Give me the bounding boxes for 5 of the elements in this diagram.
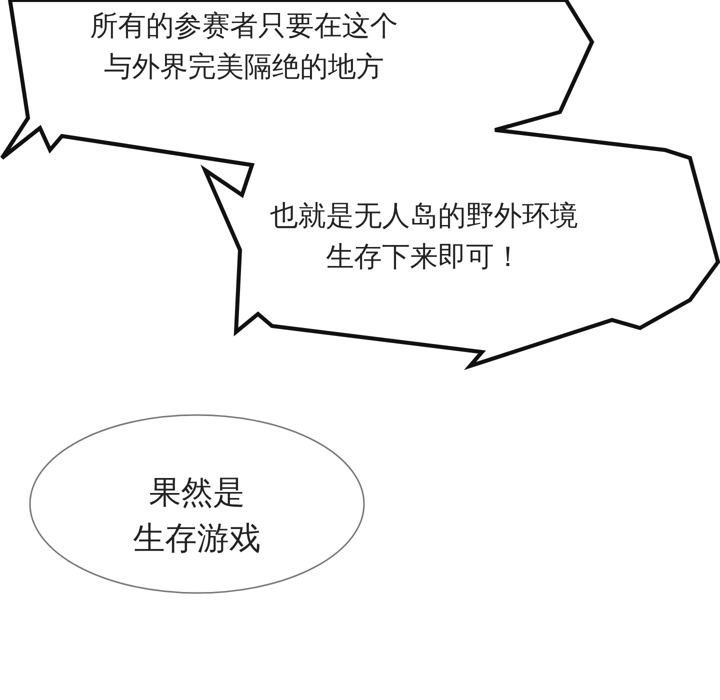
speech-text: 也就是无人岛的野外环境生存下来即可！ xyxy=(270,198,578,275)
speech-text: 所有的参赛者只要在这个与外界完美隔绝的地方 xyxy=(90,8,398,85)
speech-bubble xyxy=(0,0,720,370)
speech-text: 果然是生存游戏 xyxy=(133,472,261,560)
speech-bubble xyxy=(28,413,366,595)
